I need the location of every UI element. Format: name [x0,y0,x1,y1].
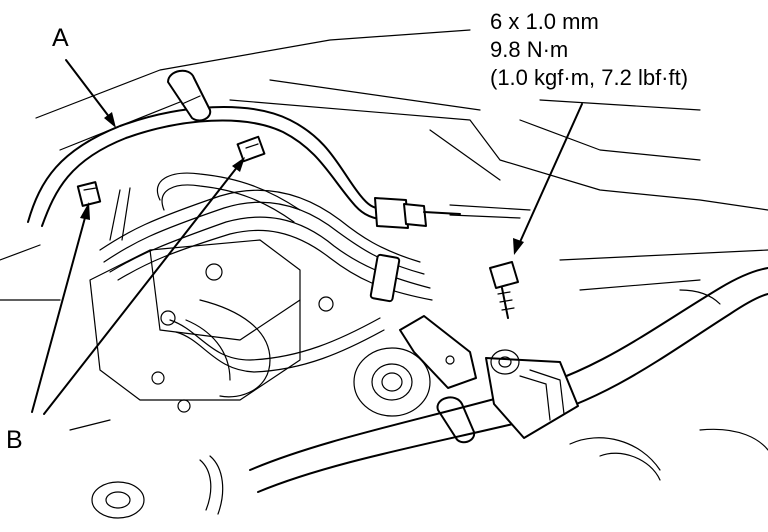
bolt [489,261,519,319]
clip-b-left [76,181,102,207]
bolt-torque-nm: 9.8 N·m [490,37,569,62]
upper-hose-stub [167,69,212,122]
lower-left-structure [69,419,224,519]
pipe-bundle [99,172,433,303]
stabilizer-bar [249,267,768,493]
bolt-spec: 6 x 1.0 mm 9.8 N·m (1.0 kgf·m, 7.2 lbf·f… [490,8,688,92]
lower-hose-stub [436,396,476,444]
lower-right-structure [569,289,768,481]
modulator-block [89,239,334,413]
mount-boss [353,347,431,417]
lower-pipes [169,317,385,373]
line-a [27,106,461,229]
leader-lines [31,59,583,415]
clip-b-right [236,135,266,163]
callout-b: B [6,426,23,454]
bracket [399,315,477,389]
callout-a: A [52,24,69,52]
bolt-torque-alt: (1.0 kgf·m, 7.2 lbf·ft) [490,65,689,90]
bolt-size: 6 x 1.0 mm [490,9,599,34]
